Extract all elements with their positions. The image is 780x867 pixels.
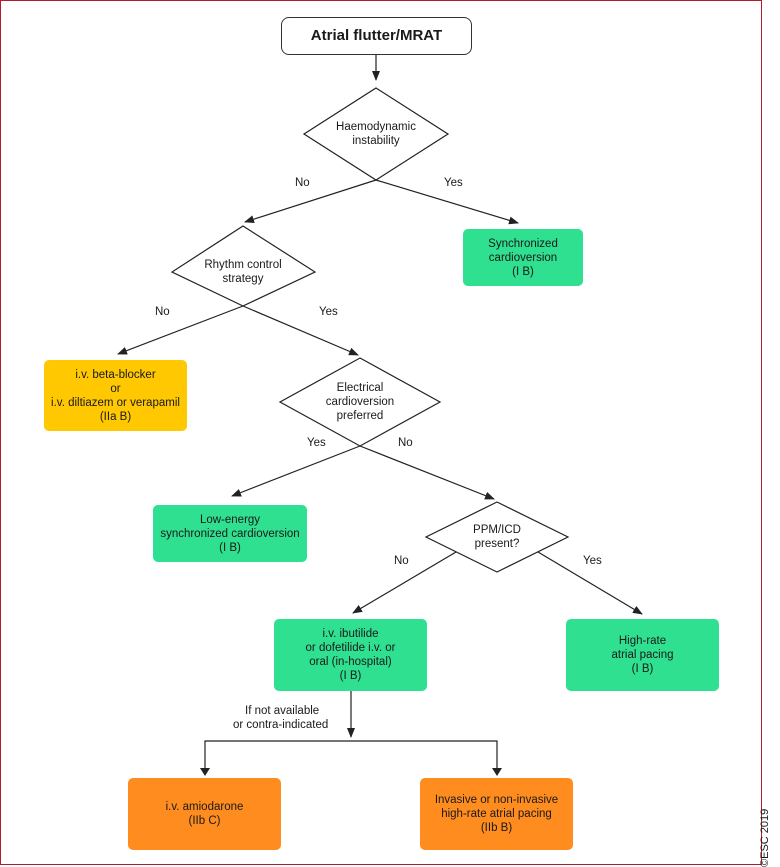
split-connector bbox=[204, 740, 498, 773]
start-box-atrial-flutter: Atrial flutter/MRAT bbox=[281, 17, 472, 55]
box-line: i.v. amiodarone bbox=[165, 801, 244, 813]
rhythm-no-arrow bbox=[117, 305, 244, 355]
box-line: or dofetilide i.v. or bbox=[305, 642, 396, 654]
box-line: (IIa B) bbox=[99, 410, 132, 423]
box-line: i.v. diltiazem or verapamil bbox=[51, 396, 180, 409]
synchronized-cardioversion-box: Synchronized cardioversion (I B) bbox=[463, 229, 583, 286]
diamond-line: cardioversion bbox=[325, 396, 395, 408]
rhythm-no-label: No bbox=[155, 306, 170, 318]
box-line: cardioversion bbox=[488, 251, 558, 264]
ppm-yes-arrow bbox=[537, 551, 643, 615]
diamond-line: Electrical bbox=[336, 382, 384, 394]
copyright-label: ©ESC 2019 bbox=[759, 808, 771, 867]
haemodynamic-decision-text: Haemodynamic instability bbox=[316, 120, 436, 148]
diamond-line: Rhythm control bbox=[204, 259, 282, 271]
rhythm-yes-label: Yes bbox=[319, 306, 338, 318]
box-line: (IIb B) bbox=[480, 822, 513, 834]
box-line: High-rate bbox=[618, 635, 667, 647]
diamond-line: PPM/ICD bbox=[473, 524, 521, 536]
box-line: Synchronized bbox=[488, 237, 558, 250]
box-line: i.v. beta-blocker bbox=[75, 368, 156, 381]
ppm-decision-text: PPM/ICD present? bbox=[437, 523, 557, 551]
diamond-line: Haemodynamic bbox=[336, 121, 416, 133]
rhythm-decision-text: Rhythm control strategy bbox=[183, 258, 303, 286]
label-line: If not available bbox=[245, 705, 320, 717]
ppm-no-arrow bbox=[352, 551, 457, 614]
box-line: i.v. ibutilide bbox=[322, 628, 379, 640]
elec-yes-arrow bbox=[231, 445, 361, 497]
ppm-icd-diamond bbox=[424, 501, 570, 573]
elec-yes-label: Yes bbox=[307, 437, 326, 449]
low-energy-cardioversion-box: Low-energy synchronized cardioversion (I… bbox=[153, 505, 307, 562]
beta-blocker-box: i.v. beta-blocker or i.v. diltiazem or v… bbox=[44, 360, 187, 431]
electrical-decision-text: Electrical cardioversion preferred bbox=[300, 381, 420, 423]
amiodarone-box: i.v. amiodarone (IIb C) bbox=[128, 778, 281, 850]
high-rate-pacing-box: High-rate atrial pacing (I B) bbox=[566, 619, 719, 691]
rhythm-yes-arrow bbox=[242, 305, 359, 356]
invasive-pacing-box: Invasive or non-invasive high-rate atria… bbox=[420, 778, 573, 850]
ppm-yes-label: Yes bbox=[583, 555, 602, 567]
ppm-no-label: No bbox=[394, 555, 409, 567]
box-line: oral (in-hospital) bbox=[309, 656, 392, 668]
ibutilide-box: i.v. ibutilide or dofetilide i.v. or ora… bbox=[274, 619, 427, 691]
box-line: or bbox=[110, 382, 121, 395]
box-line: (I B) bbox=[512, 265, 534, 278]
haemo-yes-arrow bbox=[375, 179, 519, 225]
box-line: Low-energy bbox=[199, 513, 261, 526]
elec-no-label: No bbox=[398, 437, 413, 449]
diamond-line: instability bbox=[352, 135, 400, 147]
box-line: Invasive or non-invasive bbox=[434, 794, 559, 806]
haemo-no-label: No bbox=[295, 177, 310, 189]
haemo-yes-label: Yes bbox=[444, 177, 463, 189]
box-line: (I B) bbox=[219, 541, 241, 554]
diamond-line: present? bbox=[474, 538, 520, 550]
box-line: synchronized cardioversion bbox=[160, 527, 300, 540]
elec-no-arrow bbox=[359, 445, 495, 500]
box-line: atrial pacing bbox=[611, 649, 674, 661]
box-line: (I B) bbox=[631, 663, 654, 675]
figure-frame bbox=[0, 0, 762, 865]
haemo-no-arrow bbox=[244, 179, 377, 224]
diamond-line: preferred bbox=[336, 410, 384, 422]
box-line: high-rate atrial pacing bbox=[441, 808, 552, 820]
diamond-line: strategy bbox=[222, 273, 264, 285]
box-line: (IIb C) bbox=[188, 815, 221, 827]
if-not-available-label: If not available or contra-indicated bbox=[233, 704, 328, 732]
start-box-label: Atrial flutter/MRAT bbox=[310, 27, 443, 44]
box-line: (I B) bbox=[339, 670, 362, 682]
label-line: or contra-indicated bbox=[233, 719, 329, 731]
